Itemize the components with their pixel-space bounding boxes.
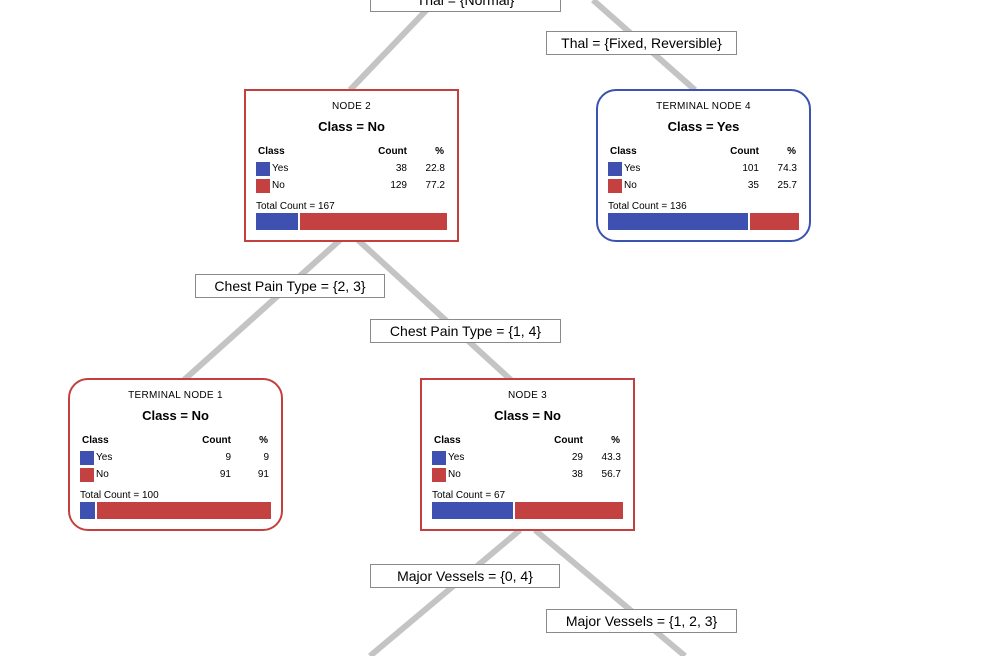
class-column-header: Class [610, 146, 637, 157]
class-proportion-bar [432, 502, 623, 519]
no-swatch-icon [432, 468, 446, 482]
class-row-no: No 91 91 [80, 468, 271, 483]
total-count: Total Count = 67 [432, 490, 506, 501]
percent-column-header: % [611, 435, 620, 446]
yes-bar-segment [256, 213, 300, 230]
node-header: NODE 2 [331, 101, 372, 112]
node-header: TERMINAL NODE 1 [128, 390, 223, 401]
edge-node3-right [533, 527, 687, 656]
split-label-major-vessels-1-2-3: Major Vessels = {1, 2, 3} [546, 609, 737, 633]
count-column-header: Count [202, 435, 231, 446]
percent-column-header: % [435, 146, 444, 157]
split-label-major-vessels-0-4: Major Vessels = {0, 4} [370, 564, 560, 588]
class-column-header: Class [82, 435, 109, 446]
no-bar-segment [97, 502, 271, 519]
terminal-node-4[interactable]: TERMINAL NODE 4 Class = Yes Class Count … [596, 89, 811, 242]
count-column-header: Count [730, 146, 759, 157]
node-class-label: Class = No [318, 119, 385, 134]
node-class-label: Class = Yes [667, 119, 740, 134]
class-name: No [624, 180, 637, 191]
class-row-no: No 129 77.2 [256, 179, 447, 194]
class-proportion-bar [608, 213, 799, 230]
class-name: No [96, 469, 109, 480]
count-column-header: Count [378, 146, 407, 157]
no-bar-segment [514, 502, 623, 519]
class-count: 91 [219, 469, 231, 480]
split-label-chest-pain-2-3: Chest Pain Type = {2, 3} [195, 274, 385, 298]
class-row-no: No 35 25.7 [608, 179, 799, 194]
class-row-no: No 38 56.7 [432, 468, 623, 483]
class-row-yes: Yes 29 43.3 [432, 451, 623, 466]
percent-column-header: % [259, 435, 268, 446]
class-name: No [272, 180, 285, 191]
class-proportion-bar [256, 213, 447, 230]
edge-node3-left [368, 527, 522, 656]
class-row-yes: Yes 101 74.3 [608, 162, 799, 177]
yes-swatch-icon [432, 451, 446, 465]
class-name: Yes [624, 163, 641, 174]
total-count: Total Count = 100 [80, 490, 159, 501]
no-swatch-icon [256, 179, 270, 193]
class-percent: 43.3 [601, 452, 621, 463]
yes-swatch-icon [256, 162, 270, 176]
terminal-node-1[interactable]: TERMINAL NODE 1 Class = No Class Count %… [68, 378, 283, 531]
class-count: 38 [571, 469, 583, 480]
class-count: 38 [395, 163, 407, 174]
yes-bar-segment [80, 502, 98, 519]
class-count: 101 [742, 163, 759, 174]
node-header: TERMINAL NODE 4 [656, 101, 751, 112]
no-swatch-icon [608, 179, 622, 193]
class-percent: 9 [263, 452, 269, 463]
class-percent: 74.3 [777, 163, 797, 174]
yes-swatch-icon [608, 162, 622, 176]
class-percent: 25.7 [777, 180, 797, 191]
percent-column-header: % [787, 146, 796, 157]
class-name: Yes [448, 452, 465, 463]
total-count: Total Count = 136 [608, 201, 687, 212]
class-percent: 91 [257, 469, 269, 480]
no-swatch-icon [80, 468, 94, 482]
no-bar-segment [749, 213, 799, 230]
split-label-chest-pain-1-4: Chest Pain Type = {1, 4} [370, 319, 561, 343]
node-class-label: Class = No [142, 408, 209, 423]
edge-node2-terminal1 [181, 237, 343, 383]
node-3[interactable]: NODE 3 Class = No Class Count % Yes 29 4… [420, 378, 635, 531]
count-column-header: Count [554, 435, 583, 446]
class-percent: 22.8 [425, 163, 445, 174]
class-row-yes: Yes 9 9 [80, 451, 271, 466]
class-count: 29 [571, 452, 583, 463]
class-count: 9 [225, 452, 231, 463]
class-name: Yes [272, 163, 289, 174]
split-label-thal-fixed-reversible: Thal = {Fixed, Reversible} [546, 31, 737, 55]
node-class-label: Class = No [494, 408, 561, 423]
class-percent: 77.2 [425, 180, 445, 191]
yes-bar-segment [608, 213, 750, 230]
total-count: Total Count = 167 [256, 201, 335, 212]
yes-bar-segment [432, 502, 515, 519]
class-percent: 56.7 [601, 469, 621, 480]
edge-root-node2 [347, 0, 439, 93]
class-proportion-bar [80, 502, 271, 519]
class-column-header: Class [434, 435, 461, 446]
no-bar-segment [299, 213, 447, 230]
split-label-thal-normal: Thal = {Normal} [370, 0, 561, 12]
class-name: No [448, 469, 461, 480]
node-header: NODE 3 [507, 390, 548, 401]
yes-swatch-icon [80, 451, 94, 465]
class-count: 35 [747, 180, 759, 191]
class-count: 129 [390, 180, 407, 191]
class-row-yes: Yes 38 22.8 [256, 162, 447, 177]
node-2[interactable]: NODE 2 Class = No Class Count % Yes 38 2… [244, 89, 459, 242]
class-column-header: Class [258, 146, 285, 157]
edge-node2-node3 [355, 237, 514, 383]
class-name: Yes [96, 452, 113, 463]
